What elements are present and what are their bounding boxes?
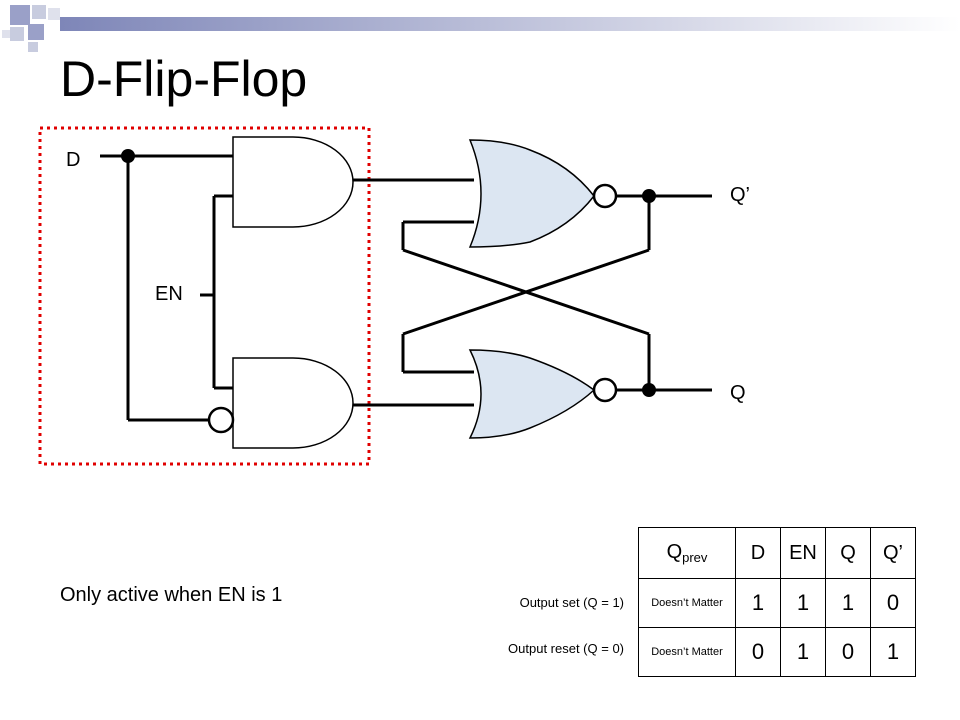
nor-top-bubble xyxy=(592,183,618,209)
header-gradient-bar xyxy=(60,17,960,31)
page-title: D-Flip-Flop xyxy=(60,51,308,107)
header-d: D xyxy=(735,527,781,579)
nor-gate-top xyxy=(468,139,595,248)
header-en: EN xyxy=(780,527,826,579)
d-input-label: D xyxy=(66,149,81,171)
header-q: Q xyxy=(825,527,871,579)
cell-q-bar: 1 xyxy=(870,627,916,677)
cell-d: 1 xyxy=(735,578,781,628)
and-gate-bottom xyxy=(232,357,354,449)
truth-table-header: Qprev D EN Q Q’ xyxy=(638,527,916,579)
cell-q: 0 xyxy=(825,627,871,677)
feedback-cross-2 xyxy=(402,248,650,336)
enable-note: Only active when EN is 1 xyxy=(60,584,283,606)
cell-en: 1 xyxy=(780,627,826,677)
row-label-reset: Output reset (Q = 0) xyxy=(508,641,624,656)
truth-table: Qprev D EN Q Q’ Doesn’t Matter 1 1 1 0 D… xyxy=(638,527,916,677)
cell-en: 1 xyxy=(780,578,826,628)
header-q-bar: Q’ xyxy=(870,527,916,579)
enable-section-box xyxy=(38,126,371,466)
d-junction-dot xyxy=(121,149,135,163)
table-row: Doesn’t Matter 1 1 1 0 xyxy=(638,578,916,628)
header-qprev: Qprev xyxy=(638,527,736,579)
q-bar-junction-dot xyxy=(642,189,656,203)
nor-gate-bottom xyxy=(468,349,596,439)
cell-qprev: Doesn’t Matter xyxy=(638,627,736,677)
d-inverter-bubble xyxy=(207,406,235,434)
en-input-label: EN xyxy=(155,283,183,305)
cell-d: 0 xyxy=(735,627,781,677)
q-output-label: Q xyxy=(730,382,746,404)
q-junction-dot xyxy=(642,383,656,397)
nor-bottom-bubble xyxy=(592,377,618,403)
row-label-set: Output set (Q = 1) xyxy=(519,595,624,610)
cell-q-bar: 0 xyxy=(870,578,916,628)
cell-q: 1 xyxy=(825,578,871,628)
q-bar-output-label: Q’ xyxy=(730,184,750,206)
table-row: Doesn’t Matter 0 1 0 1 xyxy=(638,627,916,677)
and-gate-top xyxy=(232,136,354,228)
cell-qprev: Doesn’t Matter xyxy=(638,578,736,628)
